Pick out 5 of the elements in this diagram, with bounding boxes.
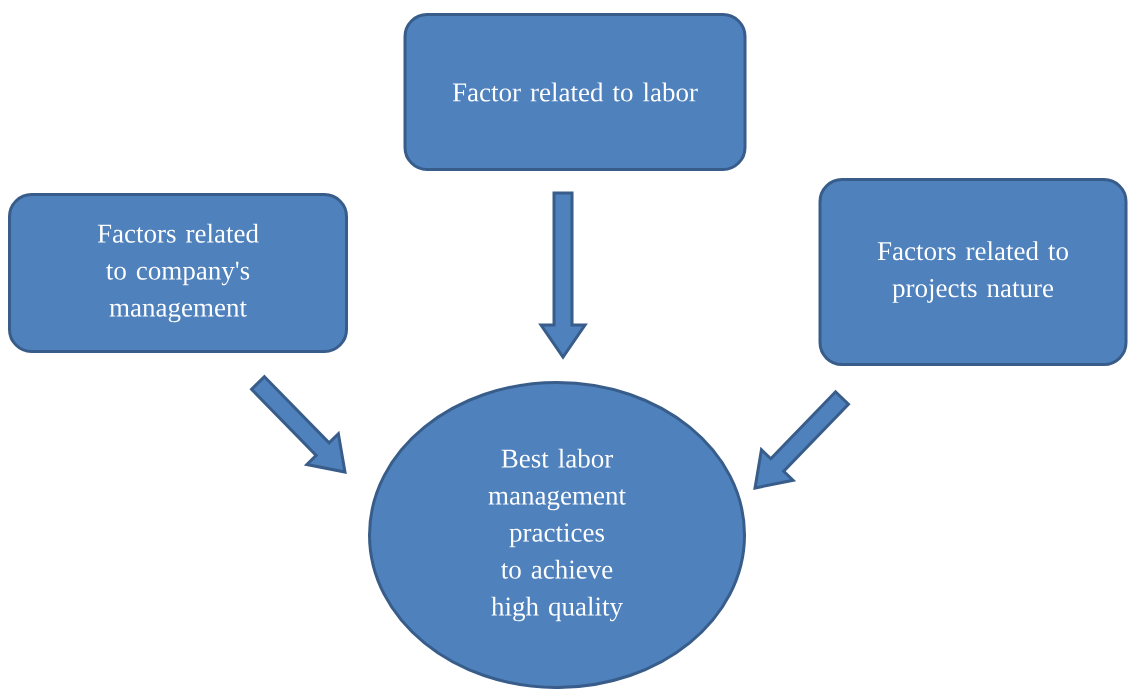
rounded-box: Factor related to labor [403,13,747,171]
ellipse-node: Best labor management practices to achieve high quality [368,381,746,689]
rounded-box: Factors related to projects nature [818,178,1128,366]
rounded-box: Factors related to company's management [8,193,348,353]
block-arrow [538,191,588,360]
